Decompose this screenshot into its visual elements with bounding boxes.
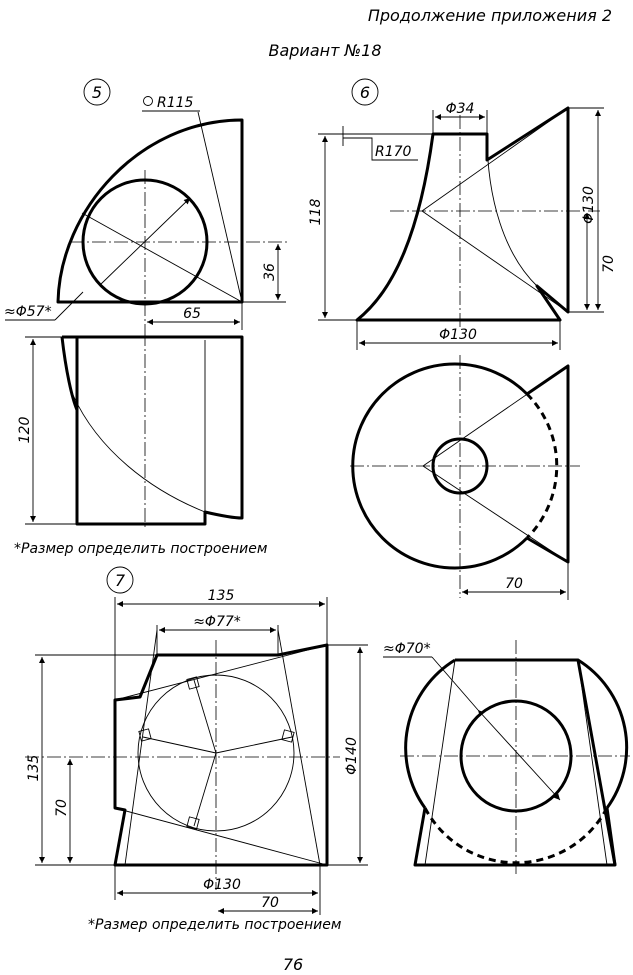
- fig5-dim65-label: 65: [183, 306, 201, 322]
- fig7-side-arc-right: [577, 658, 629, 809]
- fig6-dim70v-label: 70: [601, 255, 617, 273]
- fig7-right-angle-2: [138, 728, 152, 742]
- fig7-side-generator-right: [577, 659, 608, 866]
- fig6-phi34-label: Φ34: [446, 101, 475, 117]
- note-bottom: *Размер определить построением: [88, 917, 342, 933]
- fig7-radius-2: [142, 736, 217, 754]
- figure-6-number: 6: [360, 83, 370, 102]
- note-top: *Размер определить построением: [14, 541, 268, 557]
- fig7-side-outline: [413, 658, 617, 867]
- fig7-side-arc-left: [404, 658, 456, 809]
- figure-6-number-circle: [351, 78, 379, 106]
- figure-6: 6 Φ34 R170 118 Φ130 70 Φ130: [308, 78, 617, 600]
- fig5-radius-symbol: [143, 96, 153, 106]
- fig6-r170-label: R170: [375, 144, 412, 160]
- fig6-cone-line-bottom: [421, 210, 569, 313]
- fig5-dim36-label: 36: [262, 263, 278, 281]
- fig7-side-right-edge: [605, 807, 617, 866]
- fig7-side-generator-left: [424, 659, 456, 866]
- fig7-left-edge: [139, 654, 158, 698]
- fig6-intersection-curve: [486, 133, 538, 287]
- fig6-r170-leader: [343, 137, 418, 161]
- fig6-top-cone: [526, 364, 570, 564]
- fig7-dim135-left-label: 135: [26, 755, 42, 782]
- fig5-dim120-label: 120: [17, 417, 33, 444]
- fig7-radius-4: [193, 752, 217, 827]
- fig5-top-outline: [56, 118, 244, 304]
- figure-5: 5 R115 ≈Φ57* 36 65: [4, 78, 290, 530]
- fig7-radius-1: [193, 679, 217, 754]
- fig7-phi70-leader: [431, 656, 479, 711]
- fig7-phi130-label: Φ130: [203, 877, 241, 893]
- fig6-dim118-label: 118: [308, 199, 324, 226]
- fig5-front-intersection: [72, 394, 206, 513]
- fig6-top-hidden-arc: [525, 392, 559, 540]
- fig5-radius-label: R115: [157, 95, 194, 111]
- fig7-phi70-label: ≈Φ70*: [383, 641, 431, 657]
- fig6-top-cone-line-top: [422, 365, 569, 467]
- fig6-phi130h-label: Φ130: [439, 327, 477, 343]
- fig7-phi77-label: ≈Φ77*: [193, 614, 241, 630]
- fig6-top-cone-line-bottom: [422, 465, 569, 563]
- fig6-phi130v-label: Φ130: [581, 186, 597, 224]
- page-number: 76: [283, 955, 303, 974]
- fig7-right-angle-4: [186, 816, 200, 830]
- fig5-front-outline: [62, 335, 244, 526]
- figure-7-number-circle: [106, 566, 134, 594]
- fig7-phi140-label: Φ140: [344, 737, 360, 775]
- figure-5-number: 5: [92, 83, 102, 102]
- fig7-dim70-left-label: 70: [54, 799, 70, 817]
- fig7-tangent-line-bottom: [114, 807, 328, 866]
- fig6-front-outline: [355, 106, 570, 322]
- fig7-dim135-top-label: 135: [208, 588, 235, 604]
- figure-5-number-circle: [83, 78, 111, 106]
- fig5-diameter-arrow: [99, 197, 191, 286]
- fig5-radius-leader: [197, 111, 243, 303]
- fig5-construction-line: [81, 212, 243, 303]
- fig5-diameter-leader: [54, 291, 84, 321]
- fig7-front-outline: [113, 643, 329, 867]
- fig5-diameter-label: ≈Φ57*: [4, 304, 52, 320]
- fig5-front-curve: [60, 336, 79, 411]
- fig7-cone-right-generator: [277, 629, 321, 866]
- header-continuation: Продолжение приложения 2: [368, 6, 612, 25]
- fig7-phi70-arrow: [477, 709, 561, 801]
- fig7-radius-3: [215, 736, 293, 754]
- fig7-right-angle-1: [186, 676, 200, 690]
- fig7-cone-left-generator: [124, 629, 158, 866]
- header-variant: Вариант №18: [268, 41, 381, 60]
- fig7-dim70-bottom-label: 70: [261, 895, 279, 911]
- fig6-dim70h-label: 70: [505, 576, 523, 592]
- figure-7-number: 7: [115, 571, 126, 590]
- figure-7: 7 135 ≈Φ77* 135 70: [25, 566, 630, 915]
- fig7-tangent-line-top: [114, 644, 328, 701]
- fig7-right-angle-3: [281, 729, 295, 743]
- fig6-cone-line-top: [421, 107, 569, 212]
